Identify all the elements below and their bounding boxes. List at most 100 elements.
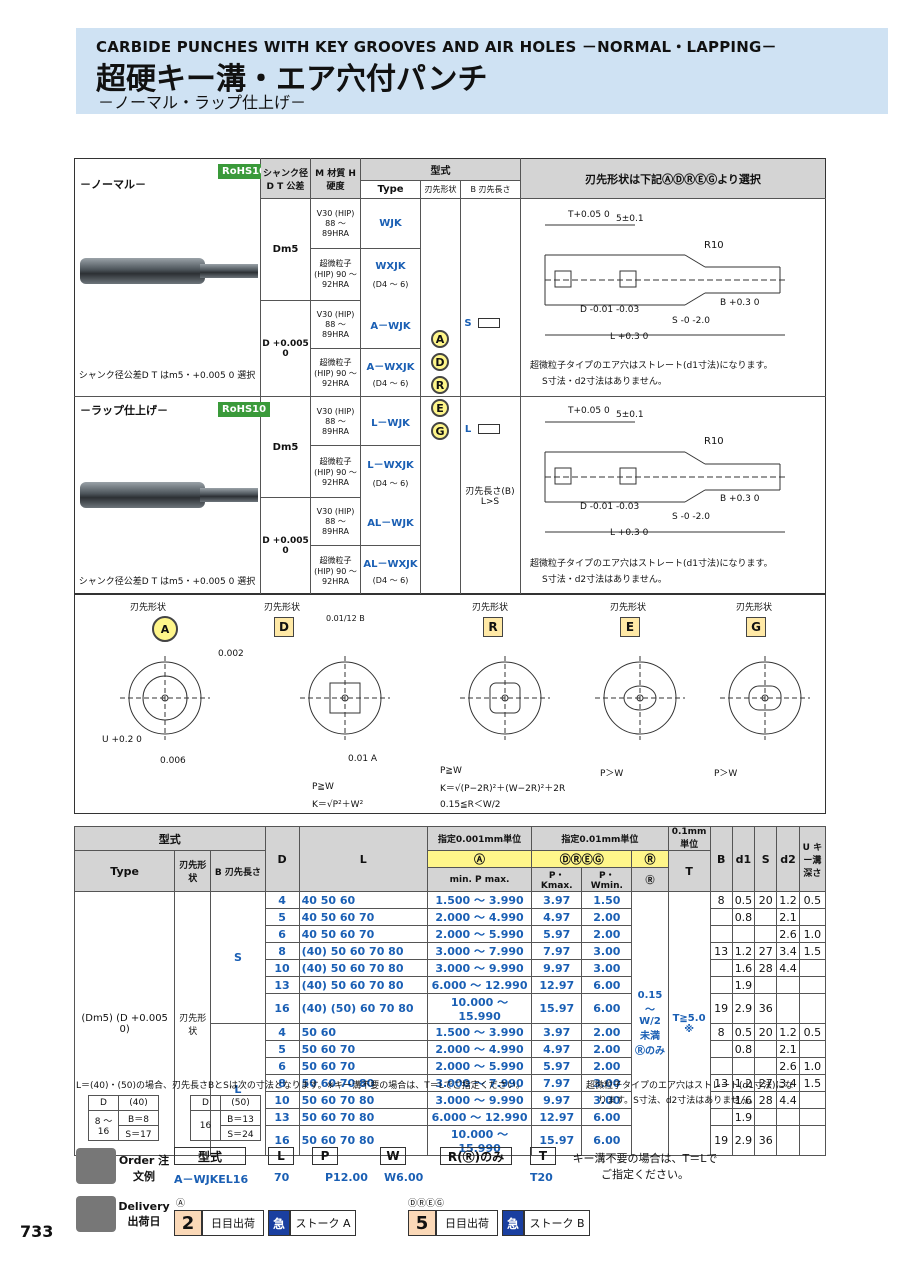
- spec-p: 3.000 ～ 9.990: [426, 1091, 533, 1109]
- spec-l: 50 60 70 80: [298, 1125, 428, 1156]
- shape-g-drawing: [720, 656, 810, 740]
- shape-d-tol: 0.01 A: [348, 754, 378, 764]
- spec-p: 10.000 ～ 15.990: [426, 1125, 533, 1156]
- spec-dim: [754, 908, 778, 926]
- spec-dim: 1.5: [798, 942, 827, 960]
- type-range: (D4 ～ 6): [372, 379, 409, 388]
- spec-k: 9.97: [531, 959, 583, 977]
- spec-d: 5: [264, 908, 300, 926]
- spec-dim: 1.2: [731, 942, 756, 960]
- mat-fine: 超微粒子 (HIP) 90 ～ 92HRA: [314, 259, 357, 289]
- spec-d: 13: [264, 976, 300, 994]
- spec-dim: [776, 1125, 800, 1156]
- spec-dim: 1.2: [776, 1023, 800, 1041]
- spec-h-l: L: [298, 826, 428, 892]
- type-wxjk: WXJK: [375, 261, 406, 272]
- spec-dim: [798, 993, 827, 1024]
- spec-h-d2: d2: [776, 826, 800, 892]
- spec-k: 5.97: [531, 925, 583, 943]
- tip-r-icon: R: [431, 376, 449, 394]
- spec-dim: [709, 925, 733, 943]
- spec-dim: 1.0: [798, 925, 827, 943]
- spec-dim: 0.5: [731, 891, 756, 909]
- spec-dim: 19: [709, 993, 733, 1024]
- shape-a-tol: U +0.2 0: [102, 735, 142, 745]
- drawing-dim: R10: [704, 240, 724, 251]
- drawing-dim: R10: [704, 436, 724, 447]
- spec-h-d: D: [264, 826, 300, 892]
- spec-w: 2.00: [581, 1057, 633, 1075]
- spec-dim: [709, 976, 733, 994]
- shape-r-icon: R: [483, 617, 503, 637]
- spec-dim: 1.6: [731, 959, 756, 977]
- tip-len-l: L: [464, 424, 472, 435]
- spec-dim: 0.8: [731, 908, 756, 926]
- shape-r-note: K＝√(P−2R)²＋(W−2R)²＋2R: [440, 784, 566, 794]
- drawing-dim: 5±0.1: [616, 214, 644, 224]
- order-value-w: W6.00: [384, 1171, 424, 1184]
- mat-fine: 超微粒子 (HIP) 90 ～ 92HRA: [314, 457, 357, 487]
- urgent-badge-b: 急: [502, 1210, 524, 1236]
- shape-a-tol: 0.006: [160, 756, 186, 766]
- spec-h-pw: P・Wmin.: [581, 867, 633, 892]
- shape-e-icon: E: [620, 617, 640, 637]
- shape-e-drawing: [595, 656, 685, 740]
- spec-h-b: B: [709, 826, 733, 892]
- shape-g-icon: G: [746, 617, 766, 637]
- spec-dim: 13: [709, 942, 733, 960]
- drawing-dim: S -0 -2.0: [672, 316, 710, 326]
- spec-p: 6.000 ～ 12.990: [426, 1108, 533, 1126]
- spec-dim: [709, 959, 733, 977]
- spec-dim: [798, 908, 827, 926]
- spec-dim: [798, 1108, 827, 1126]
- spec-dim: 20: [754, 1023, 778, 1041]
- order-field-w: W: [380, 1147, 406, 1165]
- spec-dim: [798, 1091, 827, 1109]
- mini-v: S＝24: [220, 1125, 261, 1141]
- mat-v30: V30 (HIP) 88 ～ 89HRA: [316, 209, 355, 238]
- spec-w: 6.00: [581, 1108, 633, 1126]
- spec-l: (40) 50 60 70 80: [298, 959, 428, 977]
- note-right-2: ります。S寸法、d2寸法はありません。: [598, 1096, 758, 1106]
- tip-d-icon: D: [431, 353, 449, 371]
- spec-w: 3.00: [581, 959, 633, 977]
- note-right-1: 超微粒子タイプのエア穴はストレート(d1寸法)にな: [586, 1081, 794, 1091]
- punch-drawing-normal: [544, 224, 785, 336]
- punch-image-lap-tip: [200, 488, 258, 502]
- type-al-wxjk: AL－WXJK: [363, 559, 418, 570]
- spec-dim: [798, 976, 827, 994]
- title-en: CARBIDE PUNCHES WITH KEY GROOVES AND AIR…: [96, 38, 777, 56]
- spec-dim: 36: [754, 1125, 778, 1156]
- spec-dim: 4.4: [776, 959, 800, 977]
- type-range: (D4 ～ 6): [372, 280, 409, 289]
- drawing-note: 超微粒子タイプのエア穴はストレート(d1寸法)になります。: [530, 361, 773, 371]
- tip-len-note: 刃先長さ(B) L>S: [465, 487, 515, 507]
- spec-dim: 2.6: [776, 925, 800, 943]
- punch-image-normal-tip: [200, 264, 258, 278]
- spec-w: 6.00: [581, 1125, 633, 1156]
- spec-dim: 4.4: [776, 1091, 800, 1109]
- order-field-type: 型式: [174, 1147, 246, 1165]
- lap-label: －ラップ仕上げ－: [80, 404, 168, 417]
- del-b-text: 日目出荷: [436, 1210, 498, 1236]
- type-range: (D4 ～ 6): [372, 576, 409, 585]
- spec-k: 7.97: [531, 942, 583, 960]
- punch-image-lap: [80, 482, 205, 508]
- mini-c: (50): [220, 1095, 261, 1111]
- spec-k: 4.97: [531, 1040, 583, 1058]
- type-a-wxjk: A－WXJK: [366, 362, 415, 373]
- shape-d-note: K＝√P²＋W²: [312, 800, 364, 810]
- drawing-dim: B +0.3 0: [720, 298, 760, 308]
- shape-d-label: 刃先形状: [264, 603, 301, 613]
- spec-k: 15.97: [531, 1125, 583, 1156]
- spec-w: 3.00: [581, 942, 633, 960]
- order-field-p: P: [312, 1147, 338, 1165]
- spec-dim: 28: [754, 959, 778, 977]
- spec-dim: 2.9: [731, 993, 756, 1024]
- spec-dim: [754, 1057, 778, 1075]
- shank-note: シャンク径公差D T はm5・+0.005 0 選択: [78, 577, 256, 587]
